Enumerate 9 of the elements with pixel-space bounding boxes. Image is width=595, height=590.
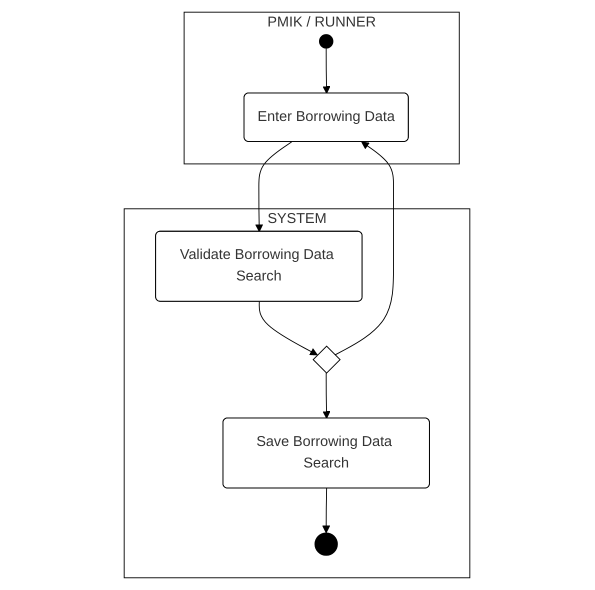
arrow — [335, 142, 394, 356]
node-circle — [319, 34, 334, 49]
node-diamond — [313, 346, 342, 374]
arrow — [259, 301, 318, 356]
arrow — [256, 141, 293, 232]
arrow — [322, 488, 331, 534]
arrow — [323, 48, 331, 94]
arrow — [323, 372, 331, 419]
node-bullseye — [315, 532, 338, 556]
